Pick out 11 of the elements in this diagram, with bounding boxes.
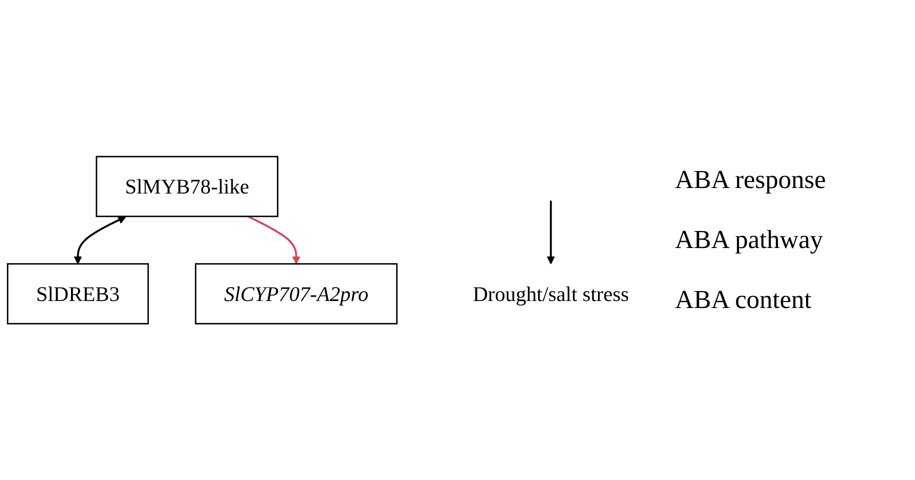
axis-label: ABA content [675, 285, 812, 315]
arrow [546, 200, 556, 264]
node-box [194, 263, 398, 324]
node-text: Drought/salt stress [472, 282, 629, 306]
arrow [248, 215, 300, 264]
node-box [6, 263, 149, 324]
axis-label: ABA pathway [675, 225, 824, 255]
axis-label: ABA response [675, 165, 827, 195]
arrow [74, 216, 126, 264]
node-box [96, 156, 278, 217]
flow-diagram: SlMYB78-like SlDREB3 SlCYP707-A2pro Drought/salt stress [0, 148, 665, 332]
